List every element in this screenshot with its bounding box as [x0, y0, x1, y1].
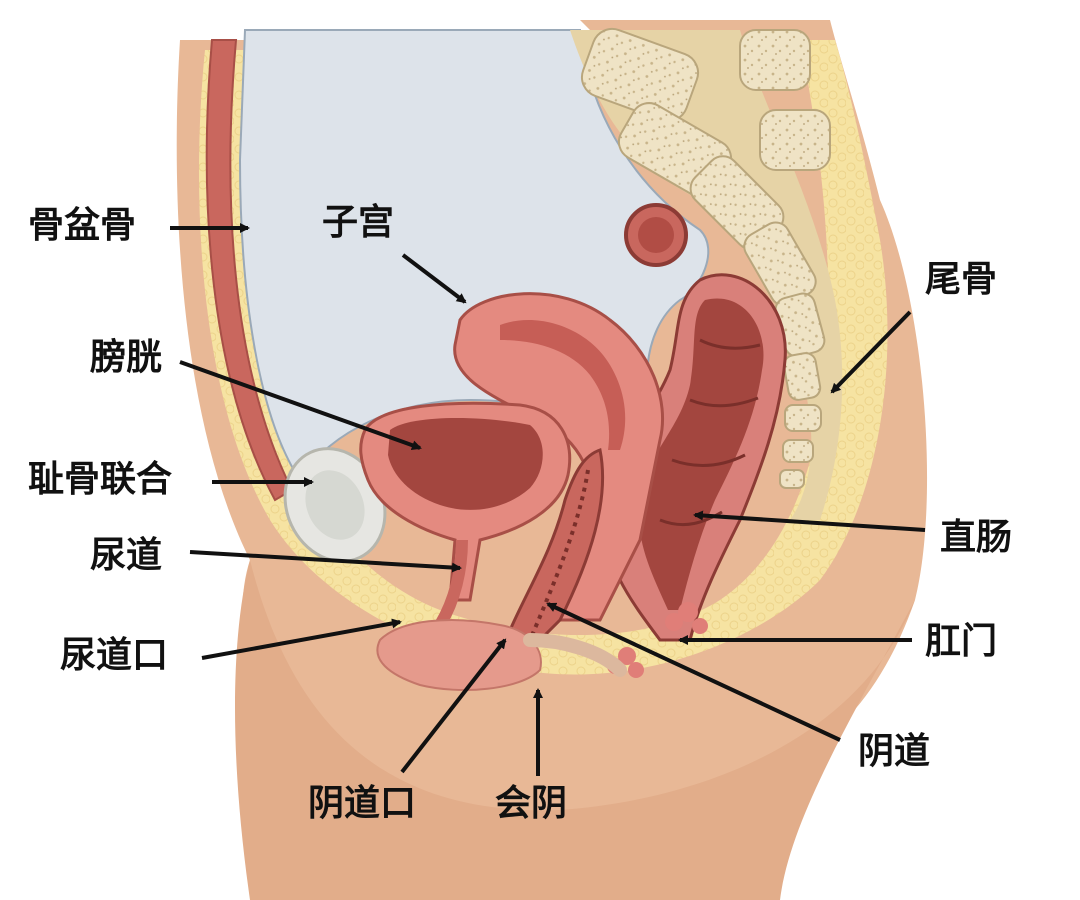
- label-anus: 肛门: [925, 621, 998, 662]
- urethra-shape: [434, 539, 468, 629]
- vulva-tissue: [376, 619, 542, 691]
- label-uterus: 子宫: [322, 202, 395, 243]
- arrow-rectum: [693, 510, 926, 532]
- label-vaginal-opening: 阴道口: [308, 783, 417, 824]
- label-urethra: 尿道: [90, 535, 163, 576]
- label-pelvic-bone: 骨盆骨: [28, 205, 137, 246]
- label-rectum: 直肠: [940, 517, 1013, 558]
- arrow-coccyx: [830, 310, 912, 394]
- label-bladder: 膀胱: [90, 337, 163, 378]
- arrow-urethral-opening: [201, 618, 402, 660]
- label-vagina: 阴道: [858, 731, 931, 772]
- arrow-vaginal-opening: [400, 638, 507, 774]
- thigh-skin: [235, 560, 915, 900]
- label-perineum: 会阴: [495, 783, 568, 824]
- arrow-vagina: [546, 602, 841, 742]
- vagina-shape: [497, 448, 605, 657]
- label-pubic-symphysis: 耻骨联合: [28, 459, 173, 500]
- label-urethral-opening: 尿道口: [60, 635, 169, 676]
- label-coccyx: 尾骨: [925, 259, 998, 300]
- arrow-urethra: [189, 550, 462, 573]
- arrow-bladder: [179, 360, 422, 451]
- fat-layer: [198, 40, 888, 675]
- arrow-uterus: [401, 253, 467, 304]
